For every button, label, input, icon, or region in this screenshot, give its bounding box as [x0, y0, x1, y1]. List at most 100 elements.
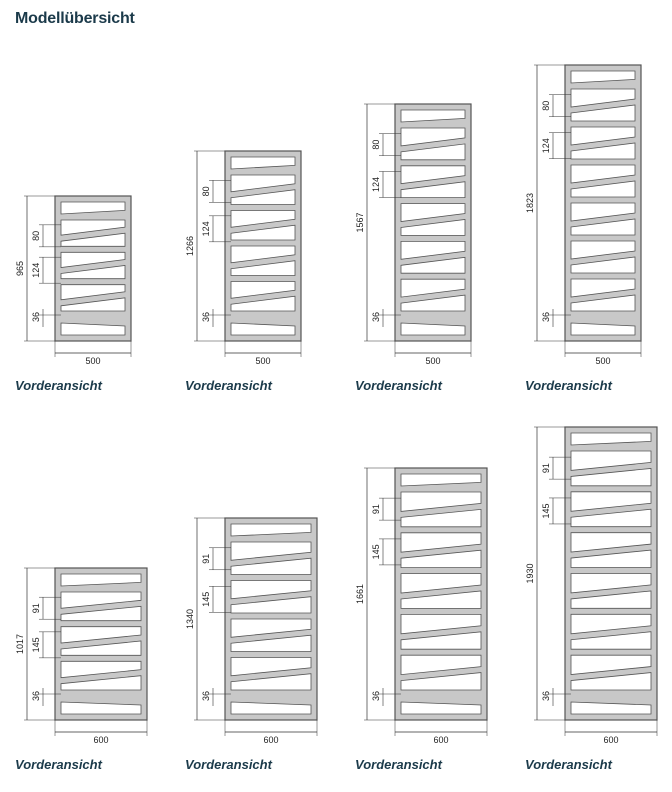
radiator-window — [230, 657, 312, 677]
radiator-bottom-window — [230, 701, 312, 715]
bottom-label: 36 — [201, 312, 211, 322]
width-label: 600 — [93, 735, 108, 745]
spacing-label: 91 — [201, 554, 211, 564]
height-label: 1823 — [525, 193, 535, 213]
width-dimension: 600 — [224, 720, 318, 745]
gap-dimension: 145 — [201, 586, 231, 613]
caption-front-view: Vorderansicht — [355, 757, 442, 772]
caption-front-view: Vorderansicht — [15, 757, 102, 772]
radiator-window — [230, 295, 296, 312]
height-label: 1567 — [355, 212, 365, 232]
radiator-window — [230, 245, 296, 264]
gap-label: 124 — [371, 177, 381, 192]
radiator-bottom-window — [570, 322, 636, 336]
radiator-window — [400, 491, 482, 512]
radiator-window — [400, 181, 466, 199]
gap-label: 145 — [541, 503, 551, 518]
radiator-top-window — [230, 156, 296, 170]
height-dimension: 1661 — [355, 467, 395, 721]
radiator-window — [570, 180, 636, 198]
radiator-window — [400, 672, 482, 691]
radiator-model-r1c2: 1266 80 124 36 500 — [185, 150, 302, 366]
radiator-window — [400, 165, 466, 185]
spacing-dimension: 80 — [201, 180, 231, 203]
gap-dimension: 145 — [371, 538, 401, 566]
radiator-window — [400, 654, 482, 676]
width-label: 500 — [255, 356, 270, 366]
radiator-window — [400, 143, 466, 161]
spacing-label: 80 — [371, 140, 381, 150]
radiator-window — [60, 626, 142, 644]
gap-label: 124 — [541, 138, 551, 153]
radiator-window — [60, 265, 126, 280]
radiator-window — [400, 532, 482, 553]
width-dimension: 500 — [394, 341, 472, 366]
bottom-dimension: 36 — [371, 309, 401, 327]
gap-label: 145 — [201, 592, 211, 607]
height-dimension: 1017 — [15, 567, 55, 721]
radiator-window — [400, 127, 466, 147]
radiator-bottom-window — [400, 322, 466, 336]
gap-label: 145 — [31, 637, 41, 652]
radiator-window — [230, 580, 312, 600]
gap-dimension: 145 — [31, 631, 61, 659]
height-label: 965 — [15, 261, 25, 276]
height-label: 1340 — [185, 609, 195, 629]
radiator-window — [400, 631, 482, 650]
width-dimension: 600 — [54, 720, 148, 745]
gap-label: 145 — [371, 544, 381, 559]
spacing-dimension: 91 — [371, 497, 401, 521]
radiator-window — [230, 596, 312, 614]
caption-front-view: Vorderansicht — [525, 378, 612, 393]
radiator-window — [570, 142, 636, 160]
gap-label: 124 — [201, 221, 211, 236]
bottom-label: 36 — [541, 691, 551, 701]
radiator-window — [570, 104, 636, 122]
radiator-window — [60, 675, 142, 691]
width-label: 600 — [603, 735, 618, 745]
width-dimension: 500 — [564, 341, 642, 366]
radiator-bottom-window — [570, 701, 652, 715]
radiator-window — [60, 219, 126, 236]
spacing-dimension: 91 — [201, 547, 231, 571]
height-label: 1930 — [525, 563, 535, 583]
radiator-model-r2c4: 1930 91 145 36 600 — [525, 426, 658, 745]
radiator-window — [60, 640, 142, 656]
bottom-dimension: 36 — [541, 688, 571, 706]
radiator-window — [230, 557, 312, 575]
caption-front-view: Vorderansicht — [525, 757, 612, 772]
radiator-window — [60, 605, 142, 622]
spacing-dimension: 80 — [31, 224, 61, 248]
height-label: 1266 — [185, 236, 195, 256]
bottom-dimension: 36 — [371, 688, 401, 706]
width-label: 600 — [433, 735, 448, 745]
radiator-window — [230, 673, 312, 691]
bottom-label: 36 — [201, 691, 211, 701]
spacing-label: 91 — [541, 463, 551, 473]
radiator-window — [400, 549, 482, 568]
gap-dimension: 124 — [541, 132, 571, 159]
radiator-window — [570, 294, 636, 312]
radiator-top-window — [570, 70, 636, 84]
radiator-bottom-window — [400, 701, 482, 715]
spacing-dimension: 91 — [31, 596, 61, 620]
bottom-dimension: 36 — [201, 688, 231, 706]
caption-front-view: Vorderansicht — [355, 378, 442, 393]
radiator-window — [400, 614, 482, 635]
radiator-window — [230, 174, 296, 193]
radiator-window — [570, 631, 652, 650]
page-title: Modellübersicht — [15, 10, 135, 27]
radiator-window — [230, 224, 296, 241]
radiator-bottom-window — [60, 701, 142, 715]
spacing-dimension: 80 — [541, 94, 571, 117]
width-label: 500 — [85, 356, 100, 366]
spacing-dimension: 91 — [541, 456, 571, 480]
width-label: 500 — [595, 356, 610, 366]
radiator-window — [400, 219, 466, 236]
height-dimension: 965 — [15, 195, 55, 342]
radiator-window — [570, 278, 636, 298]
radiator-window — [60, 232, 126, 247]
